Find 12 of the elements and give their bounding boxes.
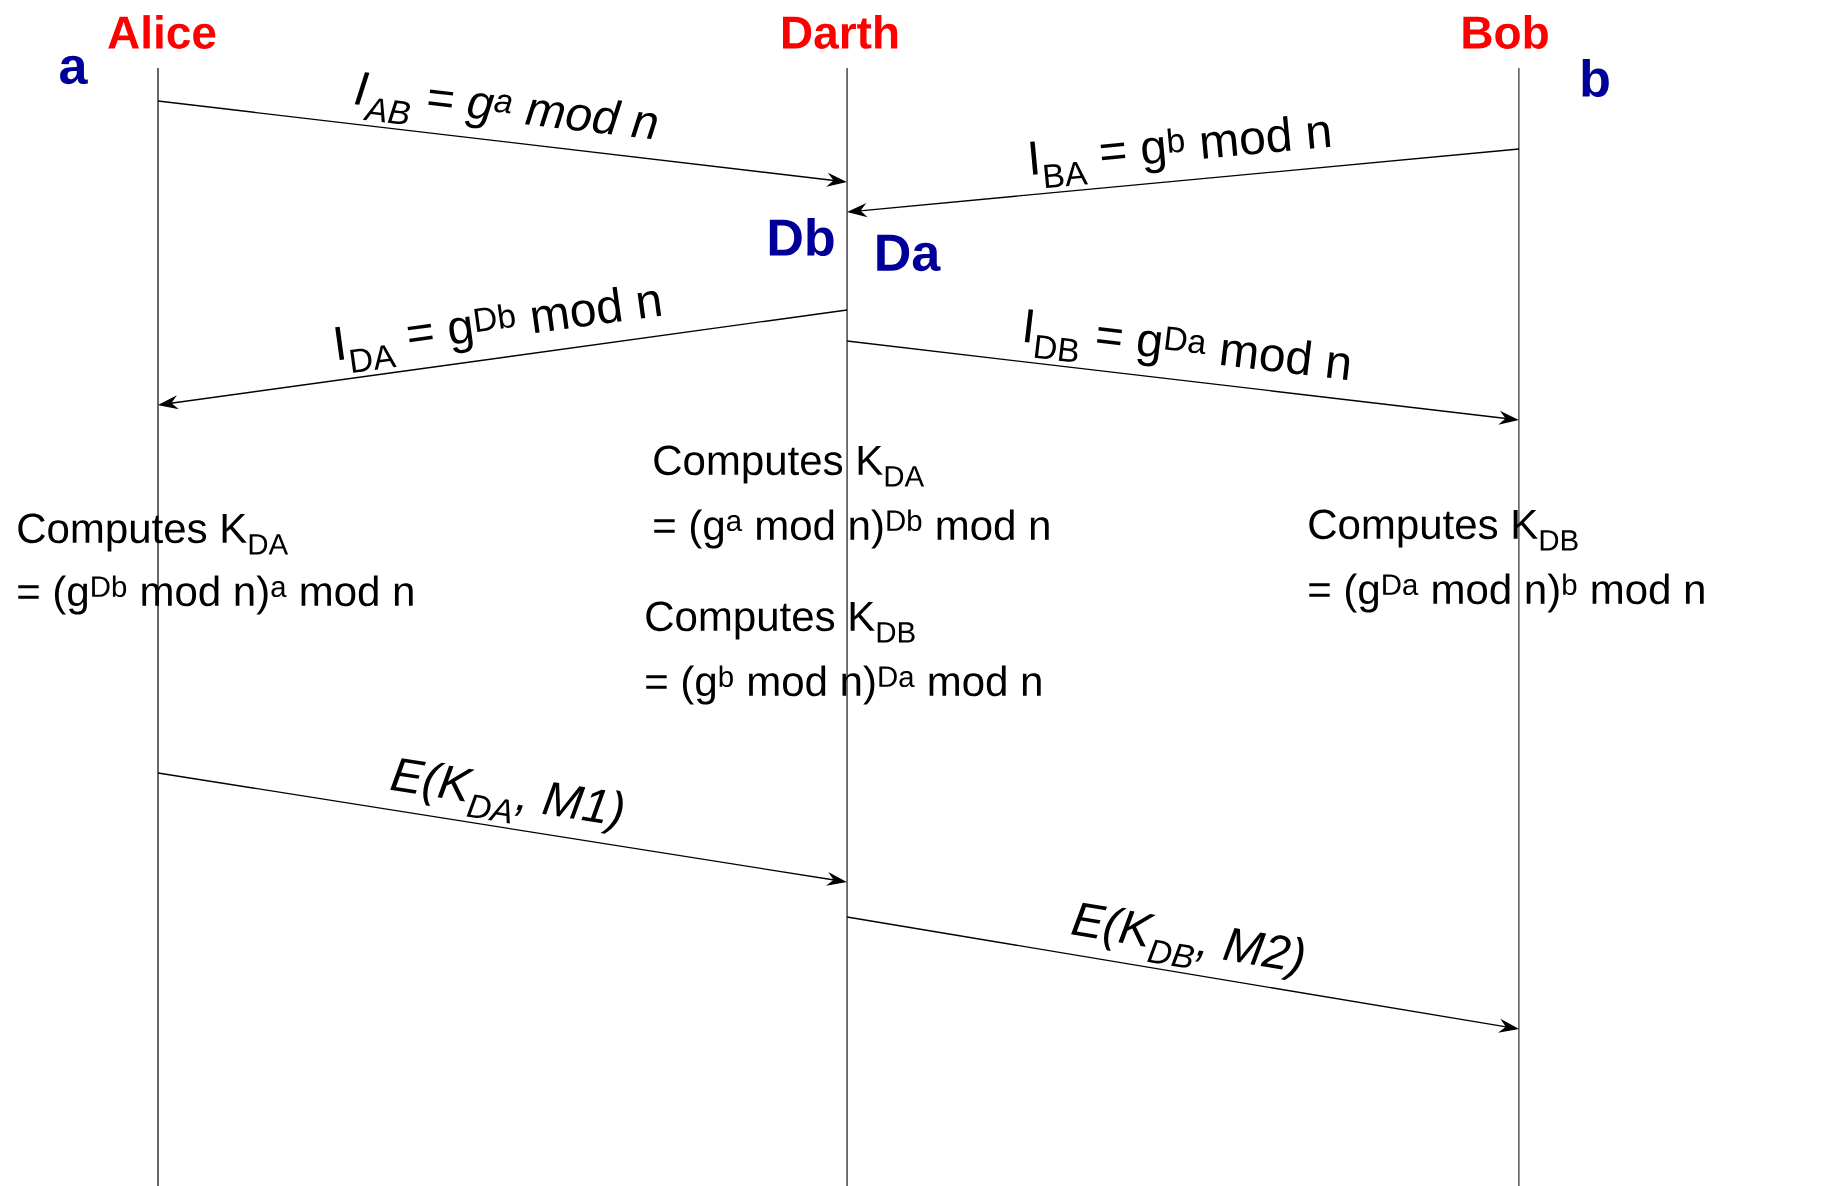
edge-label: I$_{AB}$ = g$^{a}$ mod n xyxy=(348,67,664,157)
edge-label: E(K$_{DB}$, M2) xyxy=(1064,897,1311,990)
computation-text: Computes K$_{DB}$ xyxy=(646,601,915,643)
computation-text: = (g$^{Da}$ mod n)$^{b}$ mod n xyxy=(1309,573,1704,613)
edge-label: I$_{DA}$ = g$^{Db}$ mod n xyxy=(328,278,669,378)
edge-label: E(K$_{DA}$, M1) xyxy=(384,752,631,844)
computation-text: = (g$^{a}$ mod n)$^{Db}$ mod n xyxy=(654,509,1049,549)
computation-text: Computes K$_{DA}$ xyxy=(654,445,925,487)
variable-label: Da xyxy=(877,234,941,272)
edge-label: I$_{BA}$ = g$^{b}$ mod n xyxy=(1023,109,1338,192)
edge-label: I$_{DB}$ = g$^{Da}$ mod n xyxy=(1016,304,1357,397)
variable-label: Db xyxy=(769,217,834,257)
